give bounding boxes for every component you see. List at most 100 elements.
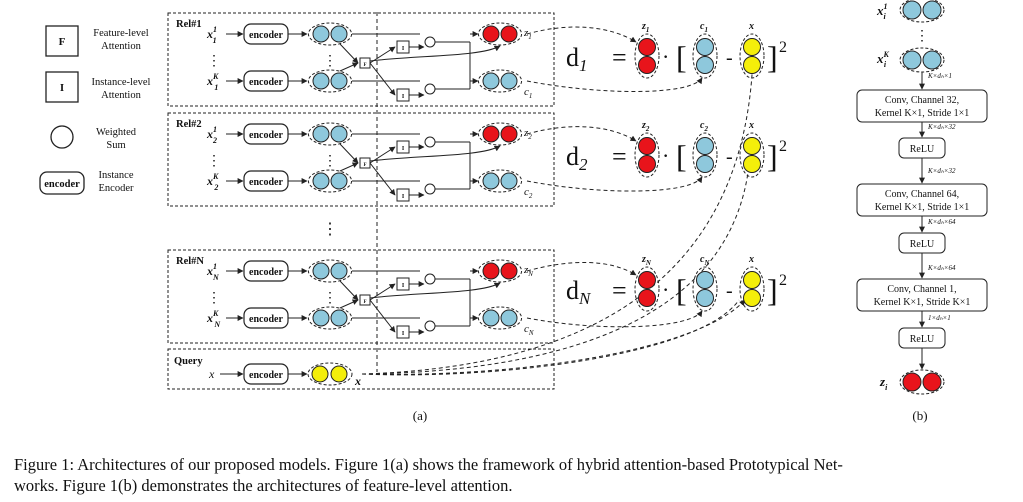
query-to-equation-links — [361, 55, 756, 376]
instance-attention-mark: I — [402, 146, 405, 152]
support-embedding-group — [307, 169, 353, 193]
layer-label-1: Conv, Channel 32, — [885, 95, 959, 106]
support-embedding-cell — [330, 125, 348, 143]
tensor-shape: K×dₕ×1 — [927, 72, 952, 80]
query-title: Query — [174, 356, 203, 367]
tensor-shape: K×dₕ×32 — [927, 167, 956, 175]
minus-sign: - — [726, 280, 733, 302]
support-embedding-group — [307, 22, 353, 46]
instance-encoder-label: encoder — [249, 130, 283, 141]
relation-frame — [167, 249, 555, 344]
instance-encoder-label: encoder — [249, 314, 283, 325]
prototype-c-cell — [482, 72, 500, 90]
relation-title: Rel#1 — [176, 19, 202, 30]
equation-z-group — [634, 132, 660, 178]
relation-z-cell — [482, 25, 500, 43]
relation-z-cell — [482, 262, 500, 280]
minus-sign: - — [726, 146, 733, 168]
c-link — [526, 310, 703, 328]
instance-attention-legend-label-1: Instance-level — [92, 77, 151, 88]
layer-label-1: ReLU — [910, 144, 935, 155]
instance-encoder-label: encoder — [249, 30, 283, 41]
figure-caption: Figure 1: Architectures of our proposed … — [14, 454, 1014, 496]
support-embedding-cell — [312, 262, 330, 280]
encoder-legend-label-2: Encoder — [99, 183, 134, 194]
panel-b-input-cell — [922, 50, 942, 70]
encoder-legend-box — [39, 171, 85, 195]
instance-attention-legend-box — [45, 71, 79, 103]
relation-z-label: z1 — [523, 27, 532, 41]
panel-b-input-ellipsis: ⋮ — [915, 29, 929, 44]
equation-x-cell — [743, 271, 761, 289]
right-bracket: ] — [767, 272, 778, 308]
equation-c-label: c2 — [700, 120, 708, 133]
support-embedding-cell — [312, 125, 330, 143]
legend: F Feature-level Attention I Instance-lev… — [39, 25, 151, 195]
weighted-sum-node — [424, 273, 436, 285]
instance-encoder-label: encoder — [249, 267, 283, 278]
equation-x-cell — [743, 289, 761, 307]
equation-z-cell — [638, 271, 656, 289]
tensor-shape: K×dₕ×64 — [927, 218, 956, 226]
layer-label-2: Kernel K×1, Stride 1×1 — [875, 202, 970, 213]
support-ellipsis: ⋮ — [207, 154, 221, 169]
left-bracket: [ — [676, 138, 687, 174]
panel-b-input-cell — [922, 0, 942, 20]
equation-c-group — [692, 132, 718, 178]
c-link — [526, 77, 703, 92]
feature-attention-legend-letter: F — [59, 36, 66, 48]
prototype-c-cell — [482, 172, 500, 190]
layer-label-1: ReLU — [910, 334, 935, 345]
minus-sign: - — [726, 47, 733, 69]
embedding-ellipsis: ⋮ — [323, 54, 337, 69]
caption-line-2: works. Figure 1(b) demonstrates the arch… — [14, 476, 513, 495]
equation-c-label: cN — [700, 254, 710, 267]
embedding-ellipsis: ⋮ — [323, 154, 337, 169]
support-embedding-cell — [330, 72, 348, 90]
equation-x-group — [739, 266, 765, 312]
relation-z-label: z2 — [523, 127, 532, 141]
equation-c-cell — [696, 38, 714, 56]
panel-b-input-cell — [902, 50, 922, 70]
layer-label-1: Conv, Channel 64, — [885, 189, 959, 200]
prototype-c-label: cN — [524, 323, 534, 337]
dot-operator: · — [662, 143, 669, 168]
prototype-c-label: c2 — [524, 186, 533, 200]
prototype-c-group — [477, 169, 523, 193]
equation-z-cell — [638, 289, 656, 307]
right-bracket: ] — [767, 138, 778, 174]
instance-encoder-label: encoder — [249, 177, 283, 188]
equals-sign: = — [612, 276, 627, 305]
equation-z-label: z2 — [641, 120, 650, 133]
equation-c-cell — [696, 271, 714, 289]
equation-x-cell — [743, 137, 761, 155]
instance-attention-mark: I — [402, 283, 405, 289]
support-ellipsis: ⋮ — [207, 291, 221, 306]
distance-term: d2 — [566, 142, 588, 174]
support-embedding-cell — [330, 25, 348, 43]
relation-frame — [167, 12, 555, 107]
panel-b-output-cell — [922, 372, 942, 392]
query-block: Query x encoder x — [167, 348, 555, 390]
query-input-var: x — [208, 367, 215, 381]
distance-term: d1 — [566, 43, 588, 75]
support-embedding-cell — [312, 172, 330, 190]
layer-label-2: Kernel K×1, Stride 1×1 — [875, 108, 970, 119]
equation-c-cell — [696, 155, 714, 173]
feature-attention-mark: F — [363, 63, 366, 68]
relation-frame — [167, 112, 555, 207]
equation-z-group — [634, 266, 660, 312]
weighted-sum-legend-label-1: Weighted — [96, 127, 137, 138]
exponent: 2 — [779, 138, 787, 155]
